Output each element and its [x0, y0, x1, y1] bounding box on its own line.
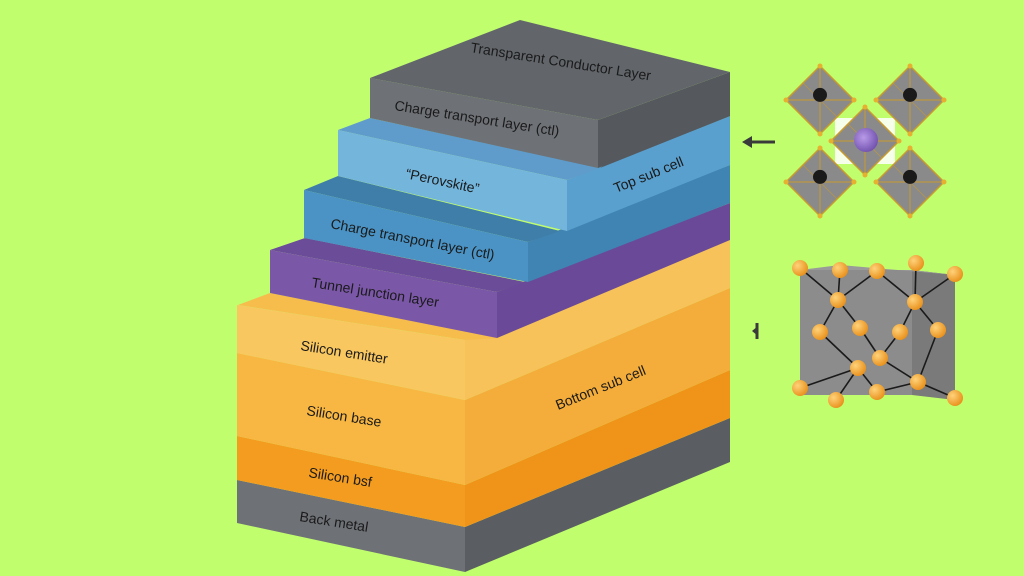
silicon-atom: [792, 260, 808, 276]
octahedron-0: [783, 63, 857, 137]
silicon-atom: [828, 392, 844, 408]
silicon-atom: [908, 255, 924, 271]
silicon-emitter-front: [237, 305, 465, 400]
tcl-top-face: [370, 20, 730, 120]
a-site-cation: [854, 128, 878, 152]
silicon-emitter-top: [238, 293, 500, 340]
silicon-atom: [832, 262, 848, 278]
silicon-atom: [852, 320, 868, 336]
ctl-bottom-side: [528, 165, 730, 282]
back-metal-side: [465, 418, 730, 572]
silicon-atom: [947, 390, 963, 406]
ctl-bottom: Charge transport layer (ctl): [304, 165, 730, 282]
silicon-atom: [792, 380, 808, 396]
perovskite-layer: “Perovskite”: [338, 116, 730, 231]
silicon-bsf-side: [465, 370, 730, 527]
tunnel-side: [497, 203, 730, 338]
silicon-atom: [869, 384, 885, 400]
silicon-base-front: [237, 353, 465, 485]
silicon-emitter-side: [465, 240, 730, 400]
perovskite-crystal-icon: [783, 63, 947, 219]
ctl-bottom-top: [304, 176, 560, 242]
silicon-atom: [947, 266, 963, 282]
silicon-atom: [872, 350, 888, 366]
silicon-bsf-front: [237, 436, 465, 527]
silicon-atom: [910, 374, 926, 390]
arrow-to-bottom-cell: [752, 323, 759, 339]
silicon-atom: [830, 292, 846, 308]
tunnel-top: [270, 238, 525, 292]
octahedron-3: [873, 145, 947, 219]
silicon-atom: [812, 324, 828, 340]
ctl-top-front: [370, 78, 598, 168]
bottom-sub-cell: Silicon emitter Silicon base Silicon bsf…: [237, 240, 730, 572]
silicon-atom: [850, 360, 866, 376]
octahedron-2: [783, 145, 857, 219]
silicon-base-side: [465, 288, 730, 485]
silicon-crystal-icon: [792, 255, 963, 408]
silicon-atom: [892, 324, 908, 340]
octahedron-1: [873, 63, 947, 137]
silicon-atom: [907, 294, 923, 310]
arrow-to-top-cell: [742, 136, 775, 148]
tunnel-junction: Tunnel junction layer: [270, 203, 730, 338]
ctl-top-side-face: [598, 72, 730, 168]
tunnel-front: [270, 250, 497, 338]
perovskite-front: [338, 130, 567, 231]
back-metal-front: [237, 480, 465, 572]
perovskite-top: [338, 118, 600, 180]
top-cap: Transparent Conductor Layer Charge trans…: [370, 20, 730, 168]
silicon-atom: [869, 263, 885, 279]
perovskite-side: [567, 116, 730, 231]
ctl-bottom-front: [304, 190, 528, 282]
silicon-atom: [930, 322, 946, 338]
